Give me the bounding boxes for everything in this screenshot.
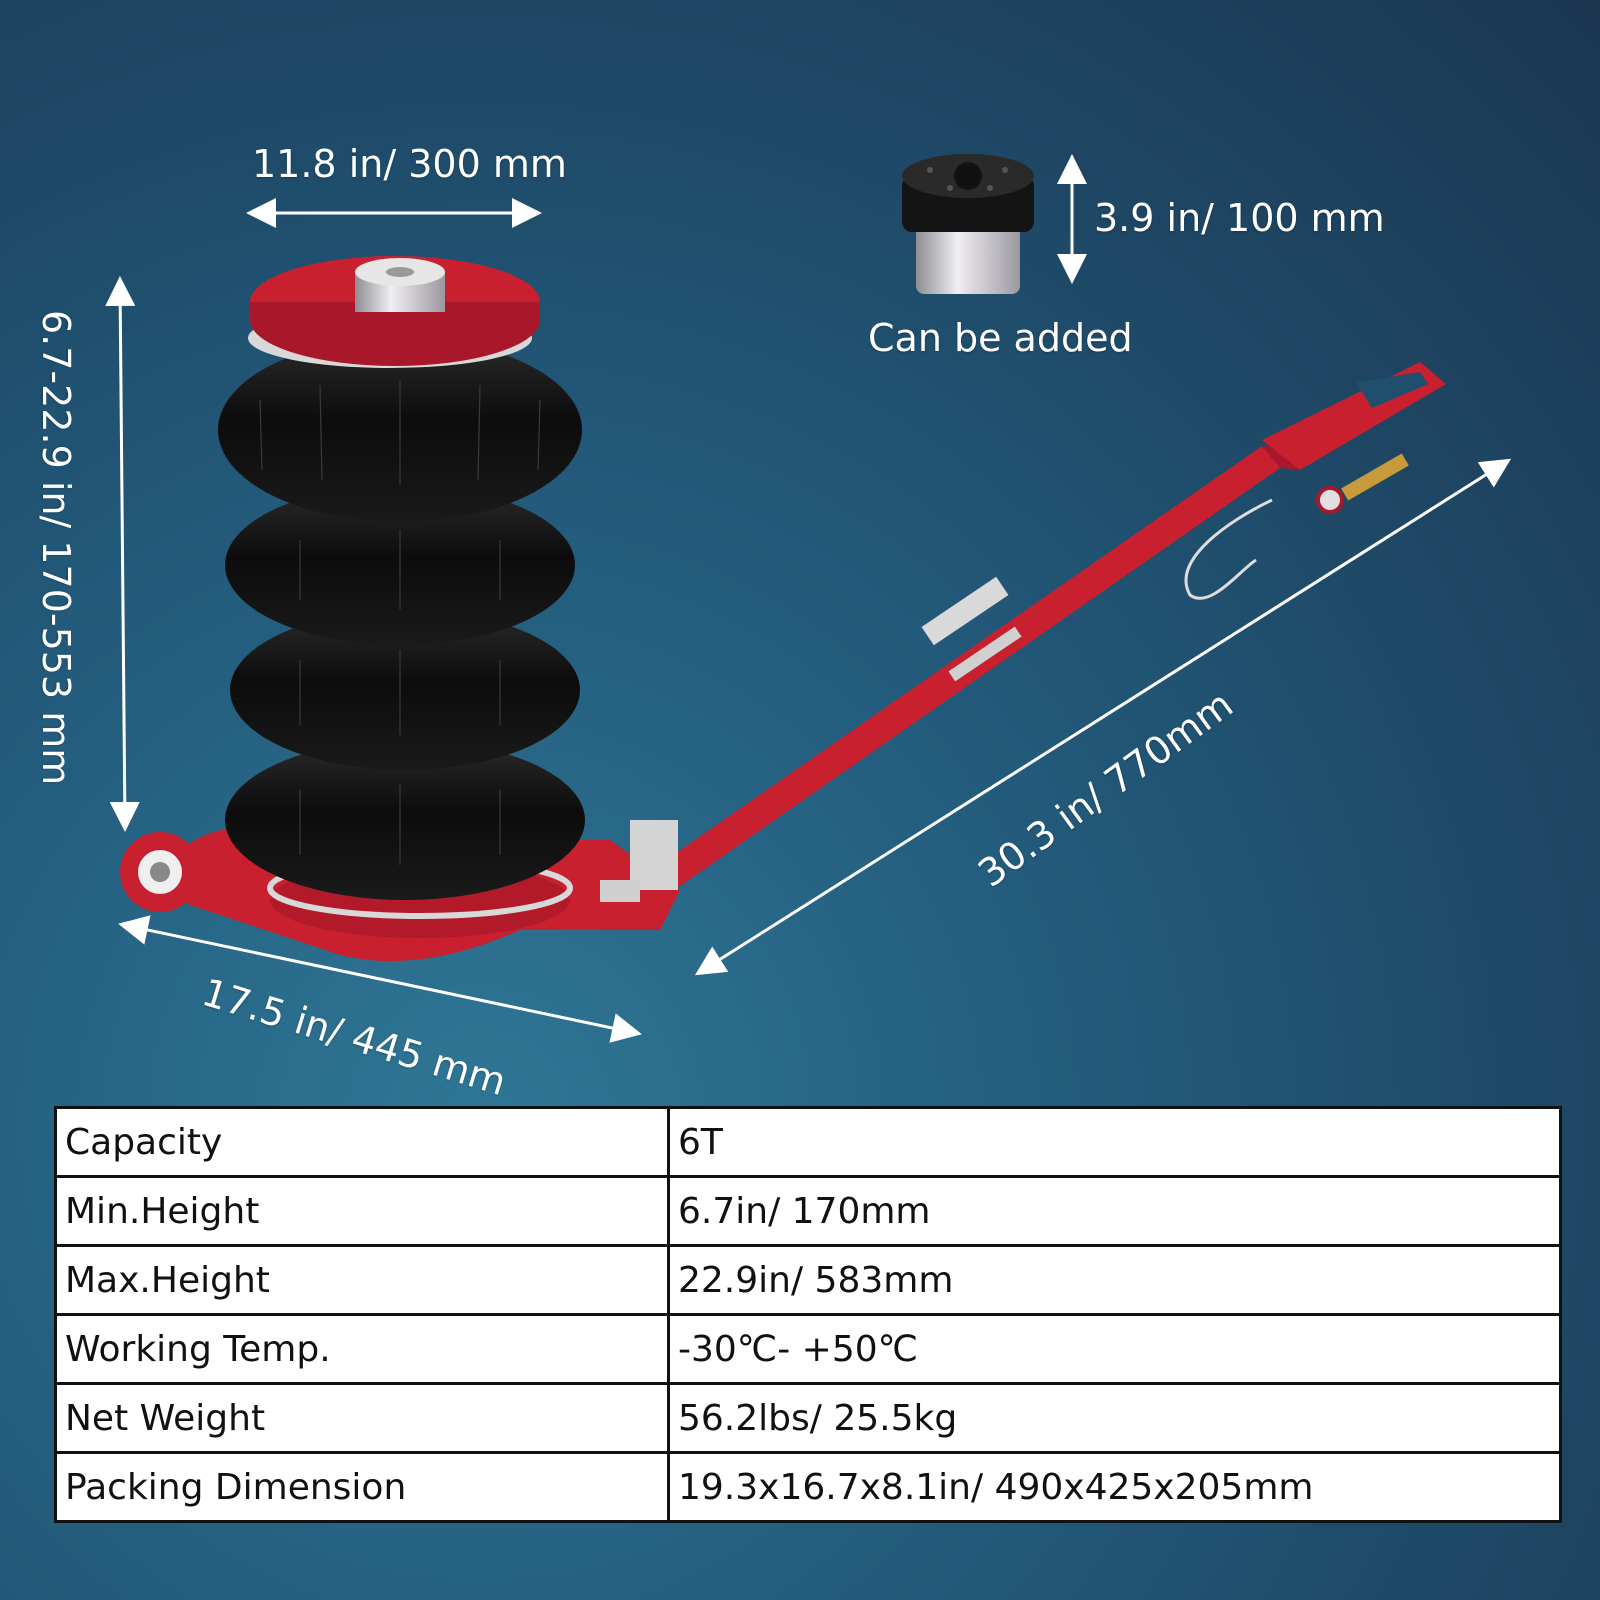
rubber-pad-illustration: [902, 154, 1034, 294]
spec-value: 19.3x16.7x8.1in/ 490x425x205mm: [667, 1451, 1562, 1523]
spec-value: 56.2lbs/ 25.5kg: [667, 1382, 1562, 1454]
spec-value: 22.9in/ 583mm: [667, 1244, 1562, 1316]
table-row: Max.Height 22.9in/ 583mm: [54, 1244, 1562, 1316]
spec-label: Max.Height: [54, 1244, 670, 1316]
top-plate: [250, 256, 540, 366]
spec-label: Capacity: [54, 1106, 670, 1178]
spec-value: -30℃- +50℃: [667, 1313, 1562, 1385]
table-row: Packing Dimension 19.3x16.7x8.1in/ 490x4…: [54, 1451, 1562, 1523]
height-range-label: 6.7-22.9 in/ 170-553 mm: [34, 310, 78, 786]
air-bellows: [218, 308, 585, 900]
spec-table: Capacity 6T Min.Height 6.7in/ 170mm Max.…: [54, 1106, 1562, 1523]
spec-label: Min.Height: [54, 1175, 670, 1247]
table-row: Capacity 6T: [54, 1106, 1562, 1178]
table-row: Net Weight 56.2lbs/ 25.5kg: [54, 1382, 1562, 1454]
top-width-label: 11.8 in/ 300 mm: [252, 142, 567, 186]
dimension-arrows: [105, 154, 1512, 1043]
pad-height-label: 3.9 in/ 100 mm: [1094, 196, 1385, 240]
air-jack-illustration: [105, 154, 1512, 1043]
spec-label: Net Weight: [54, 1382, 670, 1454]
spec-value: 6T: [667, 1106, 1562, 1178]
table-row: Working Temp. -30℃- +50℃: [54, 1313, 1562, 1385]
spec-label: Packing Dimension: [54, 1451, 670, 1523]
table-row: Min.Height 6.7in/ 170mm: [54, 1175, 1562, 1247]
jack-handle: [640, 362, 1446, 900]
spec-label: Working Temp.: [54, 1313, 670, 1385]
spec-value: 6.7in/ 170mm: [667, 1175, 1562, 1247]
pad-caption: Can be added: [868, 316, 1133, 360]
product-illustration: 11.8 in/ 300 mm 3.9 in/ 100 mm Can be ad…: [34, 142, 1512, 1104]
